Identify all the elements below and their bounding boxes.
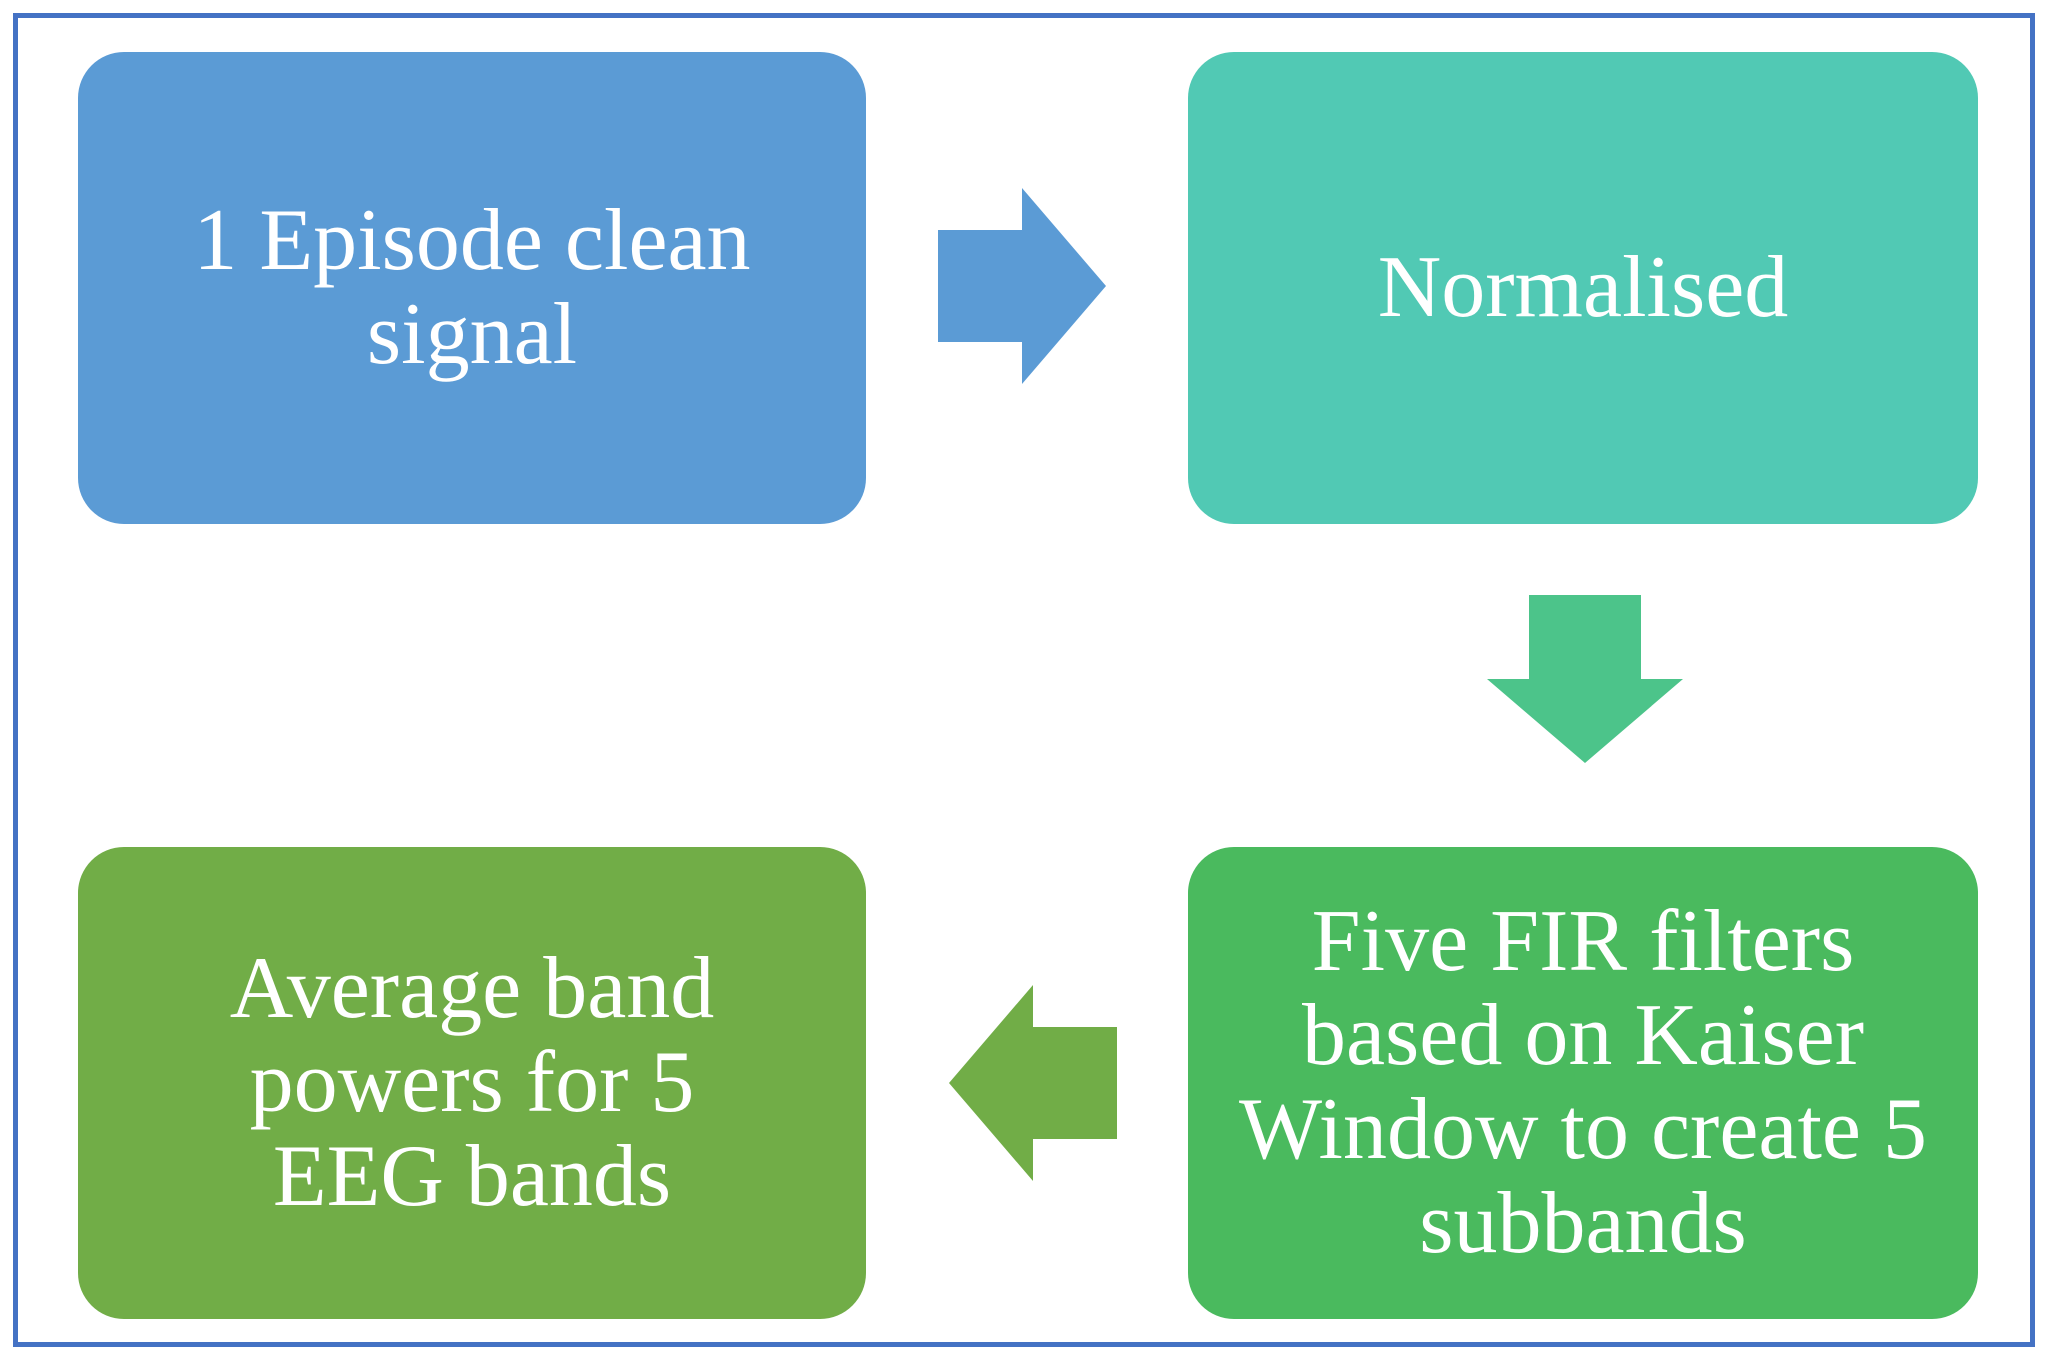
step-label-fir-filters: Five FIR filters based on Kaiser Window … [1239,893,1927,1272]
arrow-down-icon [1487,595,1683,763]
arrow-right-icon [938,188,1106,384]
step-box-band-powers: Average band powers for 5 EEG bands [78,847,866,1319]
arrow-left-icon [949,985,1117,1181]
step-box-normalised: Normalised [1188,52,1978,524]
step-box-fir-filters: Five FIR filters based on Kaiser Window … [1188,847,1978,1319]
step-label-band-powers: Average band powers for 5 EEG bands [229,940,715,1225]
step-label-normalised: Normalised [1377,239,1789,336]
step-box-clean-signal: 1 Episode clean signal [78,52,866,524]
step-label-clean-signal: 1 Episode clean signal [193,192,751,383]
